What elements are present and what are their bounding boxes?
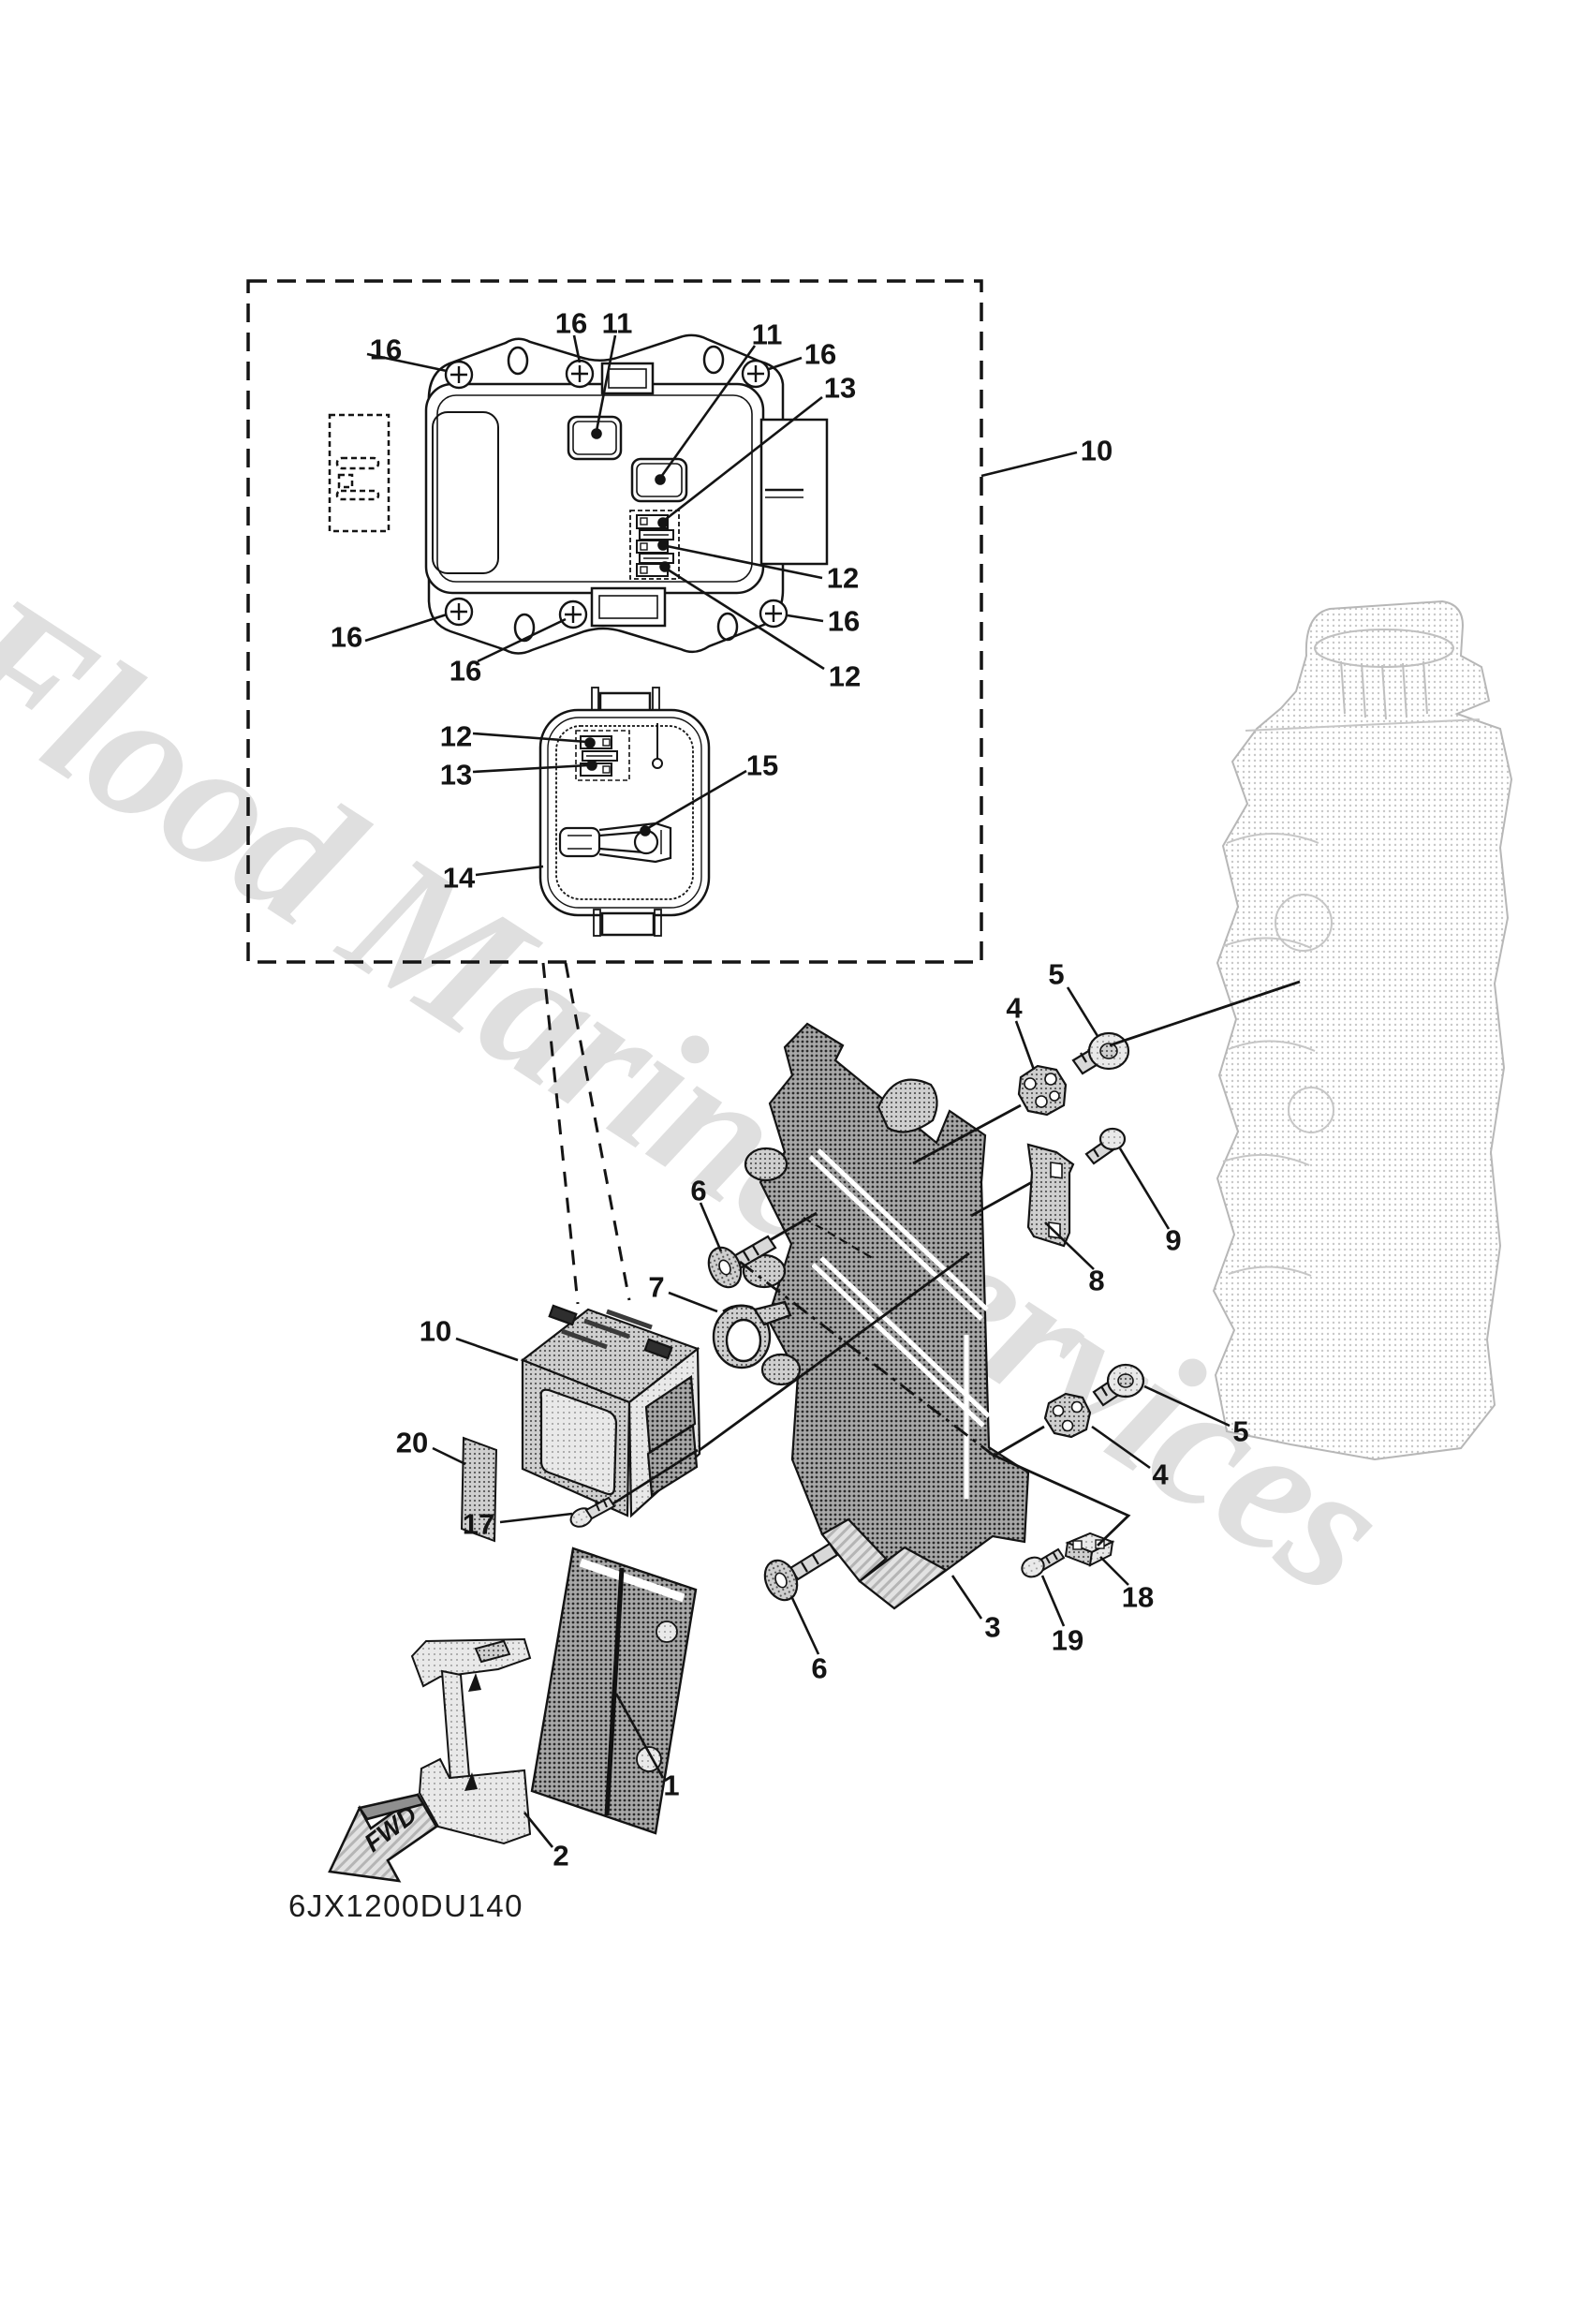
ecu-unit — [520, 1304, 701, 1518]
figure-code: 6JX1200DU140 — [288, 1888, 523, 1923]
detail-inset-box — [246, 279, 983, 964]
hose-clamp — [712, 1300, 792, 1369]
washer-bolt-lower — [763, 1542, 839, 1602]
stay-bracket — [1026, 1143, 1075, 1248]
bolt-lower — [1092, 1363, 1145, 1407]
bolt-9 — [1084, 1127, 1127, 1165]
engine-block-ghost — [1212, 600, 1513, 1461]
retainer-bracket — [410, 1637, 532, 1845]
cover-plate — [530, 1547, 698, 1835]
ecu-top-view — [328, 333, 829, 655]
pad — [460, 1436, 498, 1543]
screw-19 — [1021, 1547, 1066, 1578]
washer-bolt-upper — [707, 1235, 777, 1289]
grommet-lower — [1043, 1392, 1092, 1439]
grommet-upper — [1017, 1064, 1068, 1117]
bolt-upper — [1071, 1031, 1130, 1075]
leader-lines-inset — [364, 334, 1078, 877]
relay-cover-detail — [538, 687, 711, 937]
magnification-leaders — [541, 962, 631, 1305]
assembly-lines — [612, 980, 1301, 1547]
screw-icon — [444, 359, 788, 629]
electrical-bracket — [742, 1022, 1030, 1610]
leader-lines-main — [432, 986, 1231, 1848]
fwd-arrow: FWD — [328, 1793, 438, 1883]
screw-17 — [569, 1496, 616, 1528]
